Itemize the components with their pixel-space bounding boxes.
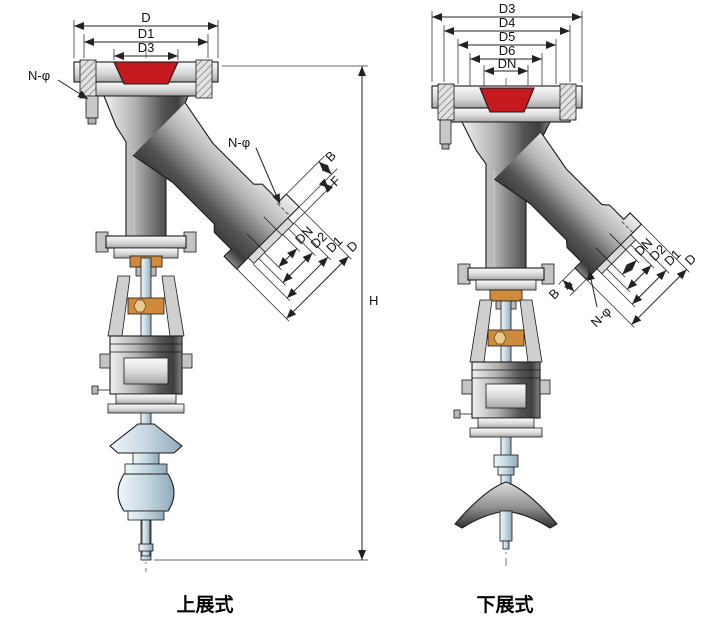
left-stem-clamp bbox=[127, 297, 165, 315]
right-branch-diameter-dims bbox=[585, 223, 690, 328]
left-top-flange bbox=[73, 59, 219, 125]
left-branch-diameter-dims bbox=[236, 206, 352, 322]
right-branch-thickness-dim bbox=[558, 267, 587, 296]
left-branch-raised-face bbox=[247, 217, 294, 264]
left-branch-bolt-callout bbox=[255, 147, 281, 205]
left-dim-d3-label: D3 bbox=[138, 40, 155, 55]
left-yoke bbox=[107, 275, 185, 337]
right-branch-raised-face bbox=[596, 234, 637, 275]
right-plug-assembly bbox=[454, 454, 558, 550]
left-plug-cone bbox=[109, 423, 183, 454]
right-valve-seat bbox=[479, 87, 535, 113]
left-dim-d1-label: D1 bbox=[138, 26, 155, 41]
left-flange-bolt-section-left bbox=[79, 59, 97, 99]
right-branch: B DN D2 D1 D bbox=[494, 132, 699, 328]
left-branch-bolt-label: N-φ bbox=[228, 135, 250, 150]
left-branch-thickness-dims bbox=[286, 155, 338, 225]
right-hex-nut bbox=[493, 331, 507, 345]
left-height-dimension bbox=[154, 65, 368, 561]
right-dim-d5-label: D5 bbox=[499, 29, 516, 44]
left-height-label: H bbox=[369, 293, 378, 308]
right-valve-caption: 下展式 bbox=[476, 593, 533, 616]
right-dim-d4-label: D4 bbox=[499, 15, 516, 30]
left-branch-f-label: F bbox=[327, 173, 343, 189]
right-branch-bolt-callout bbox=[587, 269, 598, 308]
right-dim-d6-label: D6 bbox=[499, 43, 516, 58]
left-dim-d-label: D bbox=[141, 10, 150, 25]
right-branch-b-label: B bbox=[546, 286, 563, 303]
right-valve-drawing: B DN D2 D1 D N-φ bbox=[431, 1, 699, 616]
right-gland-flange bbox=[489, 289, 523, 302]
left-flange-bolt-callout bbox=[57, 79, 89, 100]
right-flange-bolt-section-left bbox=[437, 83, 455, 121]
right-top-flange bbox=[431, 83, 583, 150]
left-plug-barrel bbox=[117, 473, 175, 512]
left-valve-caption: 上展式 bbox=[176, 593, 233, 616]
left-top-dimensions bbox=[73, 20, 219, 60]
left-hex-nut bbox=[133, 299, 147, 313]
left-branch-d-label: D bbox=[344, 238, 361, 255]
left-flange-bolt-label: N-φ bbox=[28, 68, 50, 83]
left-plug-assembly bbox=[109, 423, 183, 557]
left-branch-b-label: B bbox=[322, 148, 339, 165]
right-stem-clamp bbox=[487, 329, 525, 347]
right-branch-bolt-label: N-φ bbox=[588, 304, 614, 330]
left-valve-drawing: B F DN D2 D1 D bbox=[28, 10, 378, 616]
right-dim-dn-label: DN bbox=[498, 56, 517, 71]
left-flange-bolt-section-right bbox=[195, 59, 213, 99]
right-flange-bolt-section-right bbox=[559, 83, 577, 121]
left-actuator-housing bbox=[91, 335, 193, 414]
right-branch-d-label: D bbox=[682, 251, 699, 268]
right-top-dimensions bbox=[431, 11, 583, 86]
right-dim-d3-label: D3 bbox=[499, 1, 516, 16]
right-actuator-housing bbox=[453, 361, 551, 438]
left-valve-seat bbox=[113, 61, 179, 85]
right-flange-stud bbox=[439, 119, 452, 145]
left-branch: B F DN D2 D1 D bbox=[132, 102, 361, 322]
